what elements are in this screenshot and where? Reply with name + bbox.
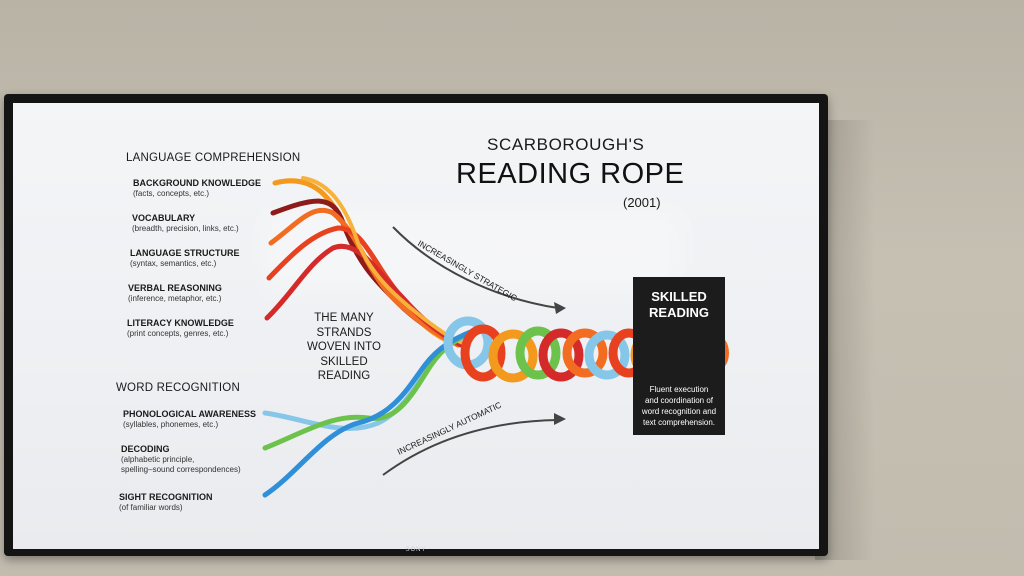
strategic-arrow-label: INCREASINGLY STRATEGIC [416,238,519,303]
item-detail: (breadth, precision, links, etc.) [132,224,239,233]
skilled-title-line: READING [649,305,709,320]
automatic-arrow [382,413,566,476]
list-item: VERBAL REASONING (inference, metaphor, e… [128,283,222,304]
list-item: VOCABULARY (breadth, precision, links, e… [132,213,239,234]
word-recognition-heading: WORD RECOGNITION [116,382,240,394]
item-label: DECODING [121,444,170,454]
center-line: THE MANY [314,312,374,324]
television: INCREASINGLY STRATEGIC INCREASINGLY AUTO… [4,94,828,556]
item-detail: (alphabetic principle, [121,455,195,464]
item-detail: (inference, metaphor, etc.) [128,294,222,303]
desc-line: text comprehension. [642,418,716,427]
desc-line: word recognition and [641,407,717,416]
skilled-reading-description: Fluent execution and coordination of wor… [633,384,725,428]
item-label: LITERACY KNOWLEDGE [127,318,234,328]
center-line: WOVEN INTO [307,341,381,353]
desc-line: Fluent execution [649,385,709,394]
list-item: PHONOLOGICAL AWARENESS (syllables, phone… [123,409,256,430]
item-label: PHONOLOGICAL AWARENESS [123,409,257,419]
item-label: VOCABULARY [132,213,196,223]
item-label: BACKGROUND KNOWLEDGE [133,178,261,188]
item-detail: (syntax, semantics, etc.) [130,259,217,268]
item-label: LANGUAGE STRUCTURE [130,248,240,258]
item-detail: (print concepts, genres, etc.) [127,329,229,338]
item-detail-continued: spelling–sound correspondences) [121,465,241,474]
title-line-2: READING ROPE [456,158,685,190]
center-line: SKILLED [320,355,368,368]
language-comprehension-heading: LANGUAGE COMPREHENSION [126,152,301,164]
center-caption: THE MANY STRANDS WOVEN INTO SKILLED READ… [303,311,385,384]
center-line: READING [317,370,371,382]
language-strands [264,176,465,348]
strategic-arrow [392,226,566,314]
list-item: BACKGROUND KNOWLEDGE (facts, concepts, e… [133,178,261,199]
item-detail: (syllables, phonemes, etc.) [123,420,219,429]
list-item: DECODING (alphabetic principle, spelling… [121,444,241,475]
list-item: LANGUAGE STRUCTURE (syntax, semantics, e… [130,248,240,269]
title-line-1: SCARBOROUGH'S [487,135,645,154]
item-detail: (facts, concepts, etc.) [133,189,210,198]
skilled-reading-box: SKILLED READING Fluent execution and coo… [633,277,725,435]
list-item: SIGHT RECOGNITION (of familiar words) [119,492,213,513]
tv-brand-logo: SONY [405,547,427,553]
reading-rope-graphic: INCREASINGLY STRATEGIC INCREASINGLY AUTO… [262,176,729,498]
desc-line: and coordination of [644,396,714,405]
skilled-reading-title: SKILLED READING [633,289,725,321]
title-year: (2001) [623,195,661,210]
center-line: STRANDS [316,326,372,339]
tv-screen: INCREASINGLY STRATEGIC INCREASINGLY AUTO… [13,103,819,549]
item-label: SIGHT RECOGNITION [119,492,213,502]
screen-glare [263,213,683,293]
skilled-title-line: SKILLED [651,289,707,304]
item-label: VERBAL REASONING [128,283,222,293]
list-item: LITERACY KNOWLEDGE (print concepts, genr… [127,318,234,339]
item-detail: (of familiar words) [119,503,183,512]
